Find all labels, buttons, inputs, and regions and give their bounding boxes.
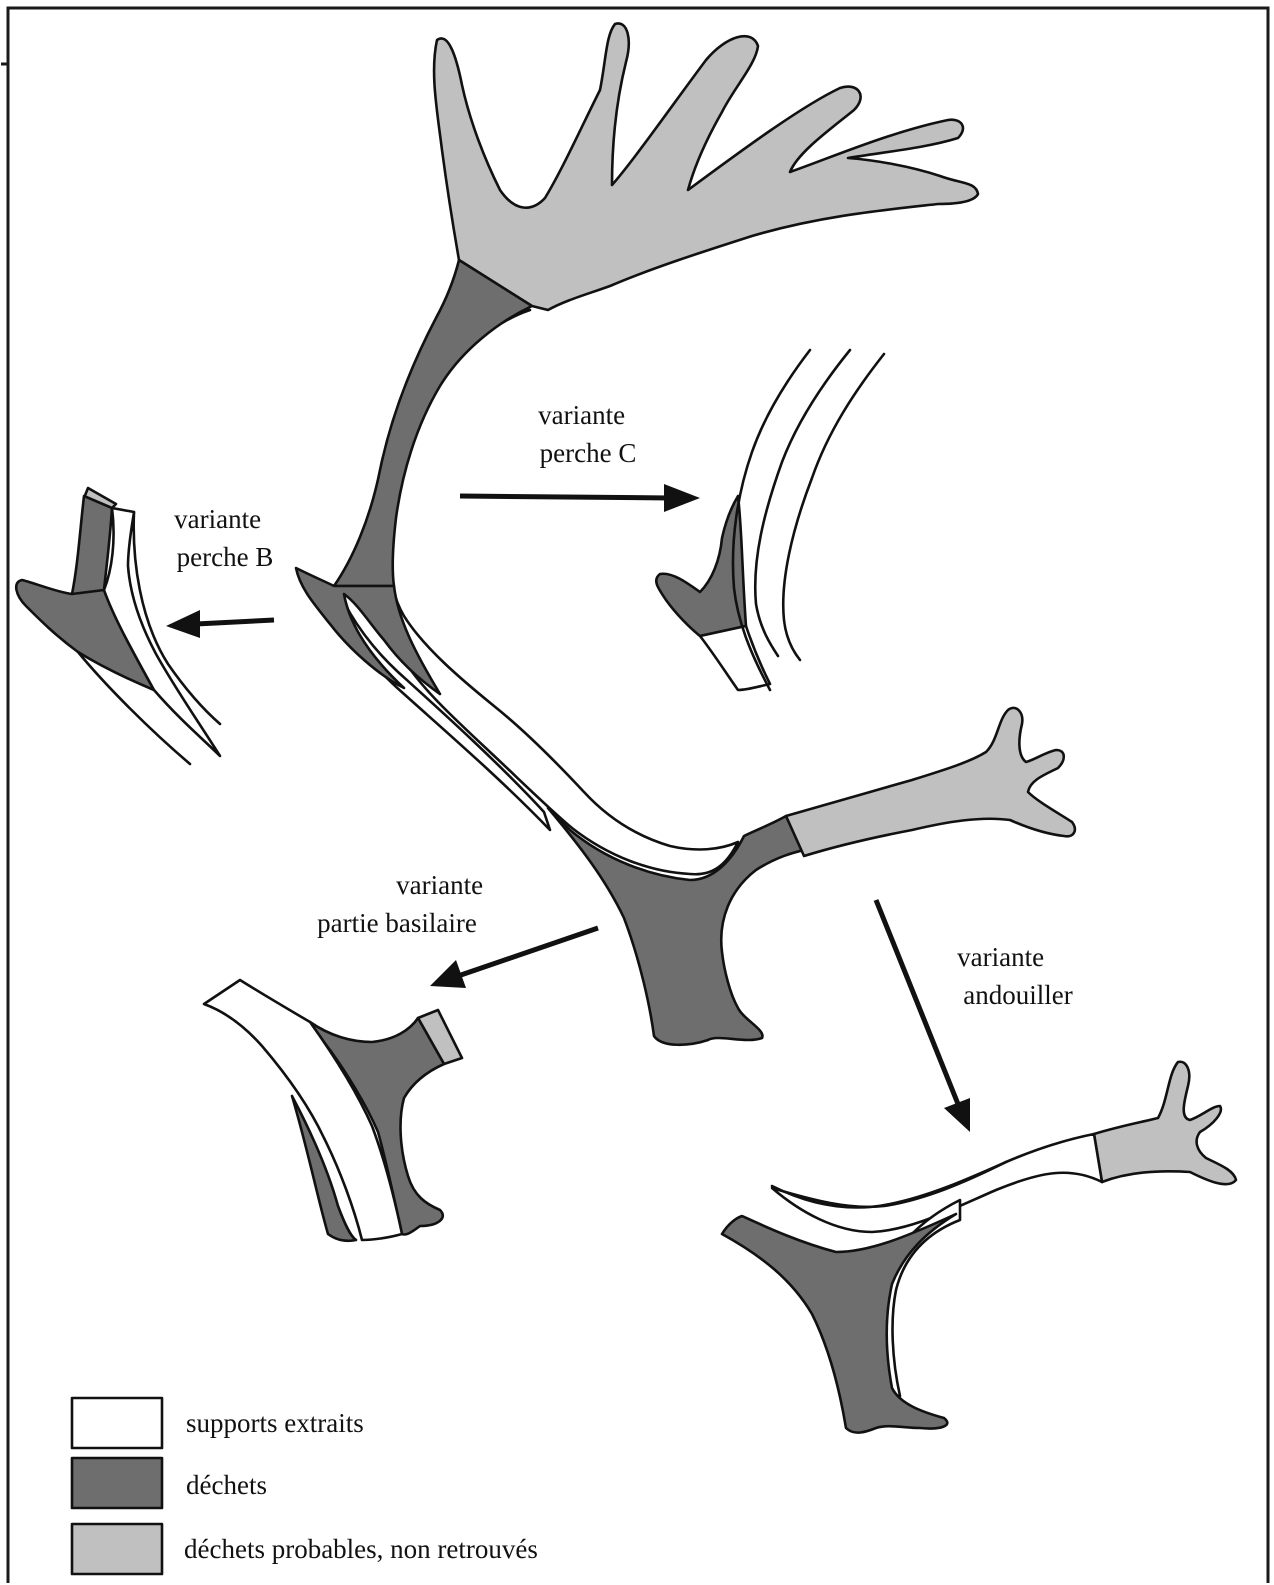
label-perche-b: variante perche B <box>174 504 273 572</box>
label-perche-b-line1: variante <box>174 504 261 534</box>
main-antler-beam-waste <box>334 260 532 586</box>
perche-c-support-base <box>700 626 770 690</box>
label-andouiller-line2: andouiller <box>963 980 1072 1010</box>
label-andouiller: variante andouiller <box>957 942 1073 1010</box>
main-antler-brow-waste <box>296 568 440 694</box>
label-partie-basilaire: variante partie basilaire <box>317 870 490 938</box>
label-perche-c-line1: variante <box>538 400 625 430</box>
label-perche-b-line2: perche B <box>177 542 274 572</box>
arrow-to-perche-c <box>460 484 700 512</box>
legend-swatch-probables <box>72 1524 162 1574</box>
label-partie-basilaire-line1: variante <box>396 870 483 900</box>
arrow-to-andouiller <box>876 900 970 1132</box>
label-andouiller-line1: variante <box>957 942 1044 972</box>
label-partie-basilaire-line2: partie basilaire <box>317 908 477 938</box>
legend-label-probables: déchets probables, non retrouvés <box>184 1534 538 1564</box>
legend: supports extraits déchets déchets probab… <box>72 1398 538 1574</box>
andouiller-waste <box>722 1214 956 1433</box>
label-perche-c: variante perche C <box>538 400 636 468</box>
legend-label-supports: supports extraits <box>186 1408 364 1438</box>
main-antler-crown <box>434 23 978 310</box>
main-antler-base-waste <box>548 808 804 1045</box>
legend-label-dechets: déchets <box>186 1470 267 1500</box>
legend-swatch-dechets <box>72 1458 162 1508</box>
main-antler-lower-strip <box>340 594 550 830</box>
fragment-andouiller <box>722 1062 1236 1433</box>
arrow-to-perche-b <box>166 610 274 638</box>
label-perche-c-line2: perche C <box>540 438 637 468</box>
perche-c-line-3 <box>783 354 884 660</box>
legend-swatch-supports <box>72 1398 162 1448</box>
andouiller-probable <box>1094 1062 1236 1184</box>
fragment-partie-basilaire <box>204 980 462 1241</box>
fragment-perche-c <box>656 350 884 690</box>
main-antler-tine-probable <box>786 708 1075 856</box>
